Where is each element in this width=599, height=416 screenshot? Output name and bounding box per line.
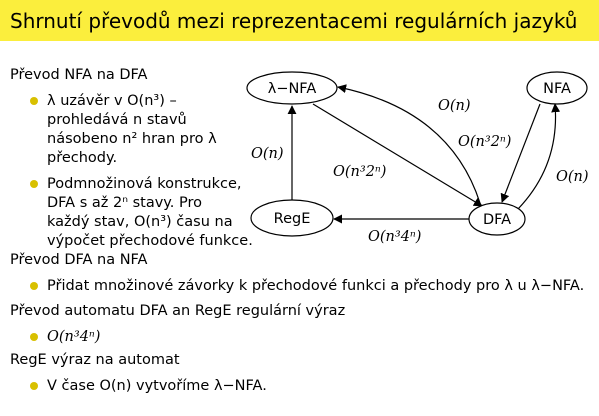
edge-dfa-to-nfa	[517, 103, 561, 210]
edge-label-nfa-to-dfa: O(n³2ⁿ)	[458, 134, 511, 150]
list-item-line: DFA s až 2ⁿ stavy. Pro	[47, 195, 203, 211]
list-item-line: výpočet přechodové funkce.	[47, 233, 253, 249]
list-item-line: O(n³4ⁿ)	[47, 329, 101, 345]
edge-dfa-to-lnfa	[337, 84, 481, 204]
title-bar: Shrnutí převodů mezi reprezentacemi regu…	[0, 0, 599, 41]
list-item-line: Přidat množinové závorky k přechodové fu…	[47, 278, 585, 294]
node-nfa	[526, 71, 588, 105]
section-heading-rege-to-automaton: RegE výraz na automat	[10, 352, 180, 368]
node-rege-label: RegE	[274, 211, 311, 227]
node-rege	[250, 199, 334, 237]
edge-label-lnfa-to-dfa: O(n³2ⁿ)	[333, 164, 386, 180]
slide-title: Shrnutí převodů mezi reprezentacemi regu…	[10, 9, 578, 33]
list-item-line: V čase O(n) vytvoříme λ−NFA.	[47, 378, 267, 394]
edge-label-dfa-to-lnfa: O(n)	[438, 98, 471, 114]
node-dfa	[468, 202, 526, 236]
edge-nfa-to-dfa	[500, 103, 541, 203]
node-dfa-label: DFA	[483, 212, 511, 228]
section-heading-dfa-to-nfa: Převod DFA na NFA	[10, 252, 148, 268]
bullet-icon	[30, 97, 38, 105]
node-nfa-label: NFA	[543, 81, 571, 97]
bullet-icon	[30, 333, 38, 341]
edge-label-dfa-to-rege: O(n³4ⁿ)	[368, 229, 421, 245]
edge-lnfa-to-dfa	[312, 103, 483, 207]
node-lnfa	[246, 71, 338, 105]
bullet-icon	[30, 382, 38, 390]
bullet-icon	[30, 180, 38, 188]
list-item-line: Podmnožinová konstrukce,	[47, 176, 242, 192]
node-lnfa-label: λ−NFA	[268, 81, 317, 97]
section-heading-dfa-to-rege: Převod automatu DFA an RegE regulární vý…	[10, 303, 346, 319]
edge-label-rege-to-lnfa: O(n)	[251, 146, 284, 162]
list-item-line: λ uzávěr v O(n³) –	[47, 93, 177, 109]
list-item-line: přechody.	[47, 150, 118, 166]
list-item-line: násobeno n² hran pro λ	[47, 131, 217, 147]
bullet-icon	[30, 282, 38, 290]
list-item-line: každý stav, O(n³) času na	[47, 214, 233, 230]
edge-label-dfa-to-nfa: O(n)	[556, 169, 589, 185]
section-heading-nfa-to-dfa: Převod NFA na DFA	[10, 67, 148, 83]
list-item-line: prohledává n stavů	[47, 112, 187, 128]
